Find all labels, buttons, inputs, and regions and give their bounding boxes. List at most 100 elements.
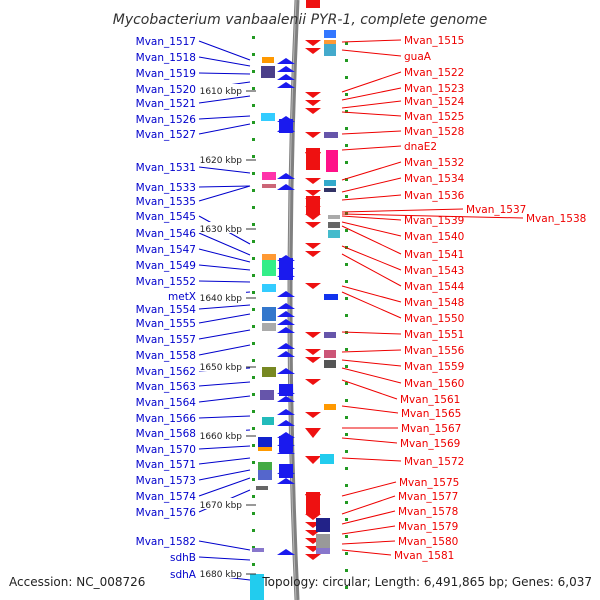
cog-feature-box xyxy=(316,518,330,532)
topology-label: Topology: circular; Length: 6,491,865 bp… xyxy=(261,575,592,589)
left-gene-label: Mvan_1518 xyxy=(136,52,196,64)
right-gene-label: Mvan_1579 xyxy=(398,521,458,533)
right-label-connector xyxy=(341,194,402,201)
scale-label-bg xyxy=(196,291,246,302)
tick-mark xyxy=(252,189,255,192)
left-label-connector xyxy=(198,232,251,256)
left-gene-label: Mvan_1568 xyxy=(136,428,196,440)
left-label-connector xyxy=(198,95,251,104)
scale-label: 1680 kbp xyxy=(200,570,243,580)
reverse-gene-arrow xyxy=(305,283,321,289)
scale-label-bg xyxy=(196,84,246,95)
cog-feature-box xyxy=(258,437,272,447)
tick-mark xyxy=(345,569,348,572)
tick-mark xyxy=(345,586,348,589)
right-label-connector xyxy=(341,495,396,515)
right-label-connector xyxy=(341,208,464,213)
forward-gene-arrow xyxy=(277,303,295,309)
tick-mark xyxy=(252,512,255,515)
right-label-connector xyxy=(341,87,402,101)
reverse-gene-arrow xyxy=(305,40,321,46)
cog-feature-box xyxy=(324,180,336,186)
left-gene-label: Mvan_1557 xyxy=(136,334,196,346)
reverse-gene-body xyxy=(306,0,320,8)
left-label-connector xyxy=(198,469,251,481)
forward-gene-arrow xyxy=(277,549,295,555)
cog-feature-box xyxy=(262,57,274,63)
tick-mark xyxy=(345,450,348,453)
right-label-connector xyxy=(341,367,402,384)
cog-feature-box xyxy=(262,260,276,276)
left-gene-label: Mvan_1546 xyxy=(136,228,197,240)
scale-ticks xyxy=(252,36,348,600)
tick-mark xyxy=(345,195,348,198)
forward-gene-arrow xyxy=(277,409,295,415)
left-gene-label: Mvan_1566 xyxy=(136,413,197,425)
tick-mark xyxy=(345,467,348,470)
reverse-gene-arrow xyxy=(305,48,321,54)
left-gene-label: Mvan_1517 xyxy=(136,36,196,48)
left-label-connector xyxy=(198,185,251,202)
right-label-connector xyxy=(341,437,398,444)
left-gene-label: Mvan_1571 xyxy=(136,459,196,471)
tick-mark xyxy=(345,399,348,402)
forward-gene-arrow xyxy=(277,291,295,297)
tick-mark xyxy=(345,229,348,232)
tick-mark xyxy=(345,552,348,555)
tick-mark xyxy=(252,410,255,413)
label-connectors xyxy=(198,39,524,581)
right-label-connector xyxy=(341,245,402,271)
right-label-connector xyxy=(341,177,402,193)
scale-label-bg xyxy=(196,498,246,509)
right-gene-label: Mvan_1515 xyxy=(404,35,464,47)
left-gene-label: Mvan_1558 xyxy=(136,350,196,362)
tick-mark xyxy=(252,393,255,396)
reverse-gene-arrow xyxy=(305,222,321,228)
forward-gene-arrow xyxy=(277,478,295,484)
reverse-gene-arrow xyxy=(305,178,321,184)
right-label-connector xyxy=(341,253,402,287)
cog-feature-box xyxy=(324,30,336,38)
tick-mark xyxy=(252,325,255,328)
tick-mark xyxy=(345,144,348,147)
cog-feature-box xyxy=(261,113,275,121)
right-label-connector xyxy=(341,457,402,462)
right-label-connector xyxy=(341,379,398,400)
right-gene-label: Mvan_1532 xyxy=(404,157,464,169)
left-label-connector xyxy=(198,381,251,387)
right-gene-label: Mvan_1522 xyxy=(404,67,464,79)
forward-gene-body xyxy=(279,464,293,478)
right-gene-label: Mvan_1524 xyxy=(404,96,465,108)
cog-feature-box xyxy=(324,360,336,368)
tick-mark xyxy=(252,495,255,498)
tick-mark xyxy=(345,59,348,62)
cog-feature-box xyxy=(258,470,272,480)
right-gene-label: Mvan_1578 xyxy=(398,506,458,518)
cog-feature-box xyxy=(328,222,340,228)
reverse-gene-arrow xyxy=(305,412,321,418)
right-gene-label: Mvan_1560 xyxy=(404,378,464,390)
right-gene-label: Mvan_1580 xyxy=(398,536,458,548)
left-gene-label: Mvan_1545 xyxy=(136,211,196,223)
scale-label: 1630 kbp xyxy=(200,225,243,235)
left-label-connector xyxy=(198,457,251,465)
gene-features xyxy=(250,0,340,600)
cog-feature-box xyxy=(262,367,276,377)
cog-feature-box xyxy=(326,150,338,172)
tick-mark xyxy=(252,206,255,209)
tick-mark xyxy=(345,365,348,368)
left-label-connector xyxy=(198,304,251,310)
cog-feature-box xyxy=(324,294,338,300)
cog-feature-box xyxy=(250,574,264,600)
tick-mark xyxy=(252,240,255,243)
left-gene-label: metX xyxy=(168,291,196,303)
tick-mark xyxy=(252,104,255,107)
right-gene-label: Mvan_1548 xyxy=(404,297,464,309)
cog-feature-box xyxy=(262,184,276,188)
left-gene-label: Mvan_1573 xyxy=(136,475,196,487)
right-label-connector xyxy=(341,540,396,545)
right-gene-label: Mvan_1543 xyxy=(404,265,464,277)
reverse-gene-arrow xyxy=(305,251,321,257)
left-label-connector xyxy=(198,248,251,263)
left-label-connector xyxy=(198,56,251,67)
